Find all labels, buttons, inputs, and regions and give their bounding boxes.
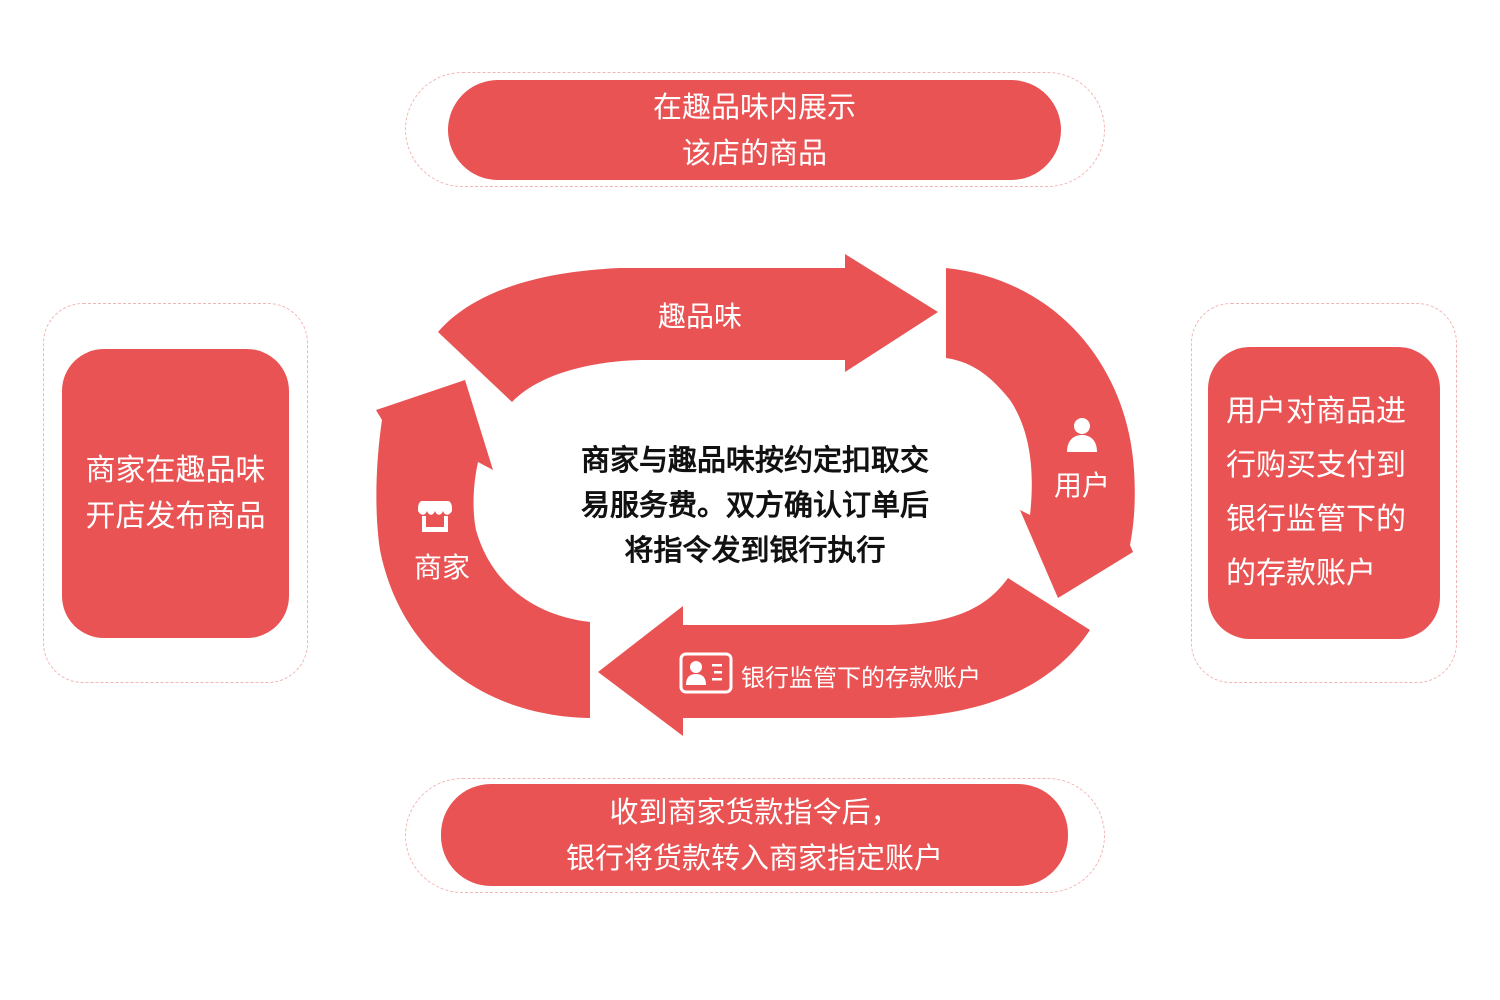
right-box: 用户对商品进 行购买支付到 银行监管下的 的存款账户: [1208, 347, 1440, 639]
bottom-box-line-2: 银行将货款转入商家指定账户: [565, 841, 943, 875]
left-box-frame: [43, 303, 308, 683]
left-box: 商家在趣品味 开店发布商品: [62, 349, 289, 638]
top-box-line-1: 在趣品味内展示: [652, 90, 856, 124]
left-box-line-1: 商家在趣品味: [85, 452, 266, 488]
bottom-arrow: [598, 578, 1090, 736]
right-box-line-1: 用户对商品进: [1226, 394, 1406, 429]
center-description: 商家与趣品味按约定扣取交 易服务费。双方确认订单后 将指令发到银行执行: [540, 438, 970, 573]
bottom-box: 收到商家货款指令后， 银行将货款转入商家指定账户: [441, 784, 1068, 886]
center-line-2: 易服务费。双方确认订单后: [580, 488, 929, 522]
bottom-box-frame: [405, 778, 1105, 893]
top-box: 在趣品味内展示 该店的商品: [448, 80, 1061, 180]
id-card-icon: [679, 652, 733, 694]
left-box-line-2: 开店发布商品: [85, 498, 266, 534]
right-box-line-3: 银行监管下的: [1226, 502, 1406, 537]
storefront-icon: [418, 501, 452, 532]
center-line-3: 将指令发到银行执行: [624, 533, 886, 567]
left-arrow-label: 商家: [414, 551, 471, 584]
top-box-line-2: 该店的商品: [681, 136, 827, 170]
bottom-box-line-1: 收到商家货款指令后，: [609, 795, 900, 829]
top-box-frame: [405, 72, 1105, 187]
right-arrow-label: 用户: [1054, 469, 1111, 502]
right-arrow: [946, 268, 1135, 598]
bottom-arrow-label: 银行监管下的存款账户: [741, 664, 981, 692]
right-box-line-4: 的存款账户: [1226, 556, 1376, 591]
right-box-frame: [1191, 303, 1457, 683]
left-arrow: [376, 380, 590, 718]
center-line-1: 商家与趣品味按约定扣取交: [580, 443, 929, 477]
top-arrow: [438, 254, 938, 402]
user-icon: [1067, 418, 1097, 452]
right-box-line-2: 行购买支付到: [1226, 448, 1406, 483]
top-arrow-label: 趣品味: [658, 300, 743, 333]
